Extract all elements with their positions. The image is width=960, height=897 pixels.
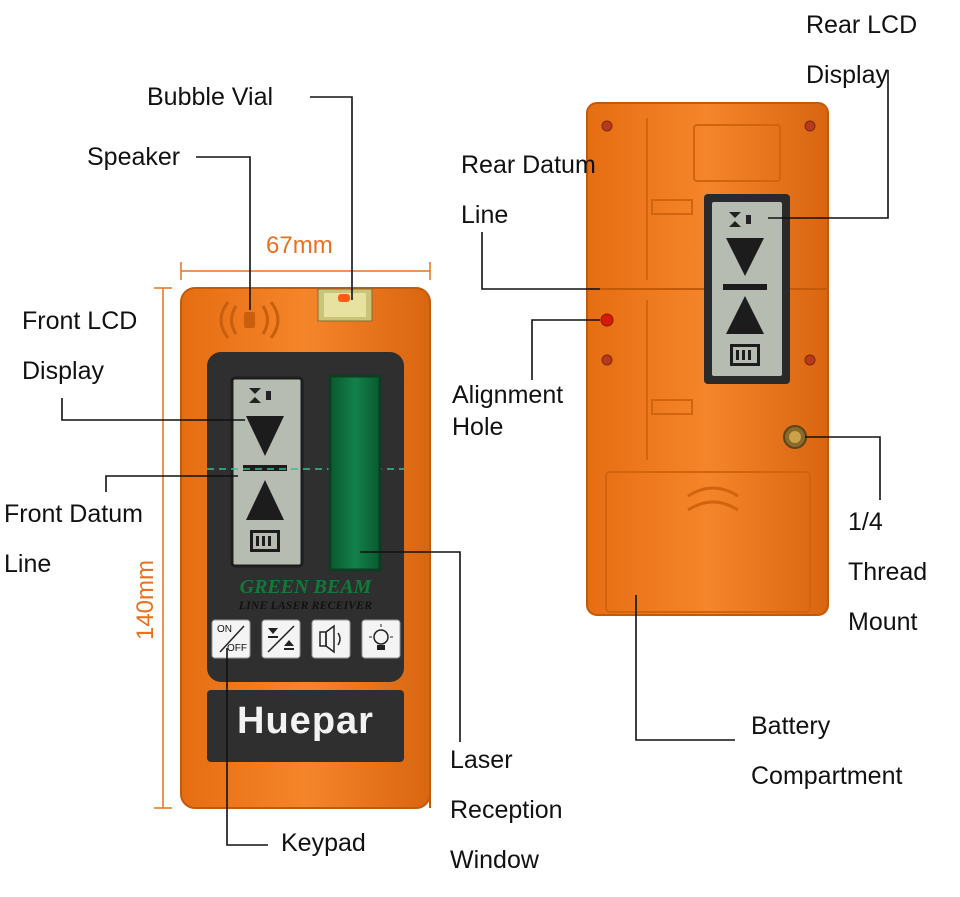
label-rear-datum-2: Line (461, 201, 509, 229)
power-key-on: ON (217, 624, 232, 635)
label-keypad: Keypad (281, 829, 366, 857)
label-alignment-2: Hole (452, 413, 504, 441)
label-thread-3: Mount (848, 608, 918, 636)
label-front-lcd-2: Display (22, 357, 104, 385)
logo-panel (207, 690, 404, 762)
leader-alignment-hole (531, 319, 600, 380)
keypad[interactable] (211, 619, 401, 659)
battery-compartment (605, 471, 811, 613)
rear-device (586, 102, 829, 616)
thread-mount (783, 425, 807, 449)
bubble-vial (317, 288, 373, 322)
backlight-button[interactable] (361, 619, 401, 659)
label-front-lcd-1: Front LCD (22, 307, 138, 335)
height-dimension-label: 140mm (132, 559, 159, 641)
laser-reception-window (328, 374, 382, 572)
rear-lcd-screen (704, 194, 790, 384)
leader-bubble-vial (310, 96, 353, 300)
leader-thread-mount (805, 436, 881, 500)
leader-front-lcd (61, 398, 245, 421)
label-rear-datum-1: Rear Datum (461, 151, 596, 179)
volume-button[interactable] (311, 619, 351, 659)
leader-lines (61, 70, 889, 846)
label-front-datum-1: Front Datum (4, 500, 143, 528)
width-dimension (180, 262, 431, 280)
label-laser-window-1: Laser (450, 746, 513, 774)
label-rear-lcd-2: Display (806, 61, 888, 89)
label-laser-window-3: Window (450, 846, 539, 874)
brand-line-2: LINE LASER RECEIVER (238, 598, 373, 612)
brand-line-1: GREEN BEAM (239, 576, 372, 598)
leader-laser-window (360, 551, 461, 742)
label-front-datum-2: Line (4, 550, 52, 578)
alignment-hole (600, 313, 614, 327)
label-bubble-vial: Bubble Vial (147, 83, 274, 111)
front-lcd-screen (230, 376, 304, 568)
label-thread-2: Thread (848, 558, 928, 586)
leader-speaker (196, 156, 251, 310)
huepar-logo: Huepar (237, 700, 374, 742)
power-key-off: OFF (227, 643, 247, 654)
label-laser-window-2: Reception (450, 796, 563, 824)
label-alignment-1: Alignment (452, 381, 564, 409)
label-rear-lcd-1: Rear LCD (806, 11, 918, 39)
precision-button[interactable] (261, 619, 301, 659)
speaker-grille (219, 301, 280, 339)
leader-rear-datum (481, 232, 600, 290)
leader-front-datum (105, 475, 238, 492)
leader-battery (635, 595, 735, 741)
leader-rear-lcd (768, 70, 889, 219)
label-battery-2: Compartment (751, 762, 903, 790)
height-dimension (154, 287, 172, 809)
label-speaker: Speaker (87, 143, 181, 171)
power-button[interactable] (211, 619, 251, 659)
front-device (180, 287, 431, 809)
label-thread-1: 1/4 (848, 508, 883, 536)
leader-keypad (226, 648, 268, 846)
width-dimension-label: 67mm (266, 232, 333, 259)
label-battery-1: Battery (751, 712, 831, 740)
